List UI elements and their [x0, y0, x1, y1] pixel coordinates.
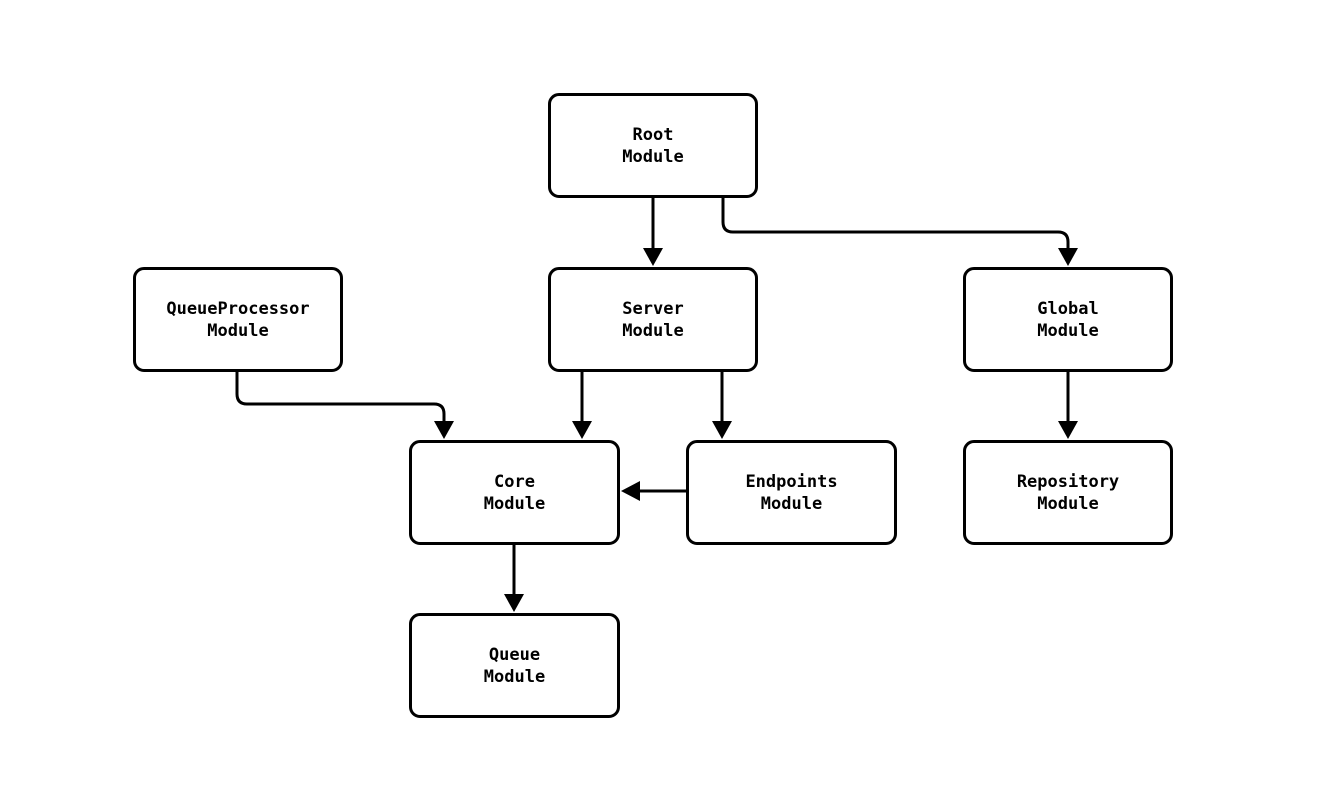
node-global-module-suffix: Module: [1037, 320, 1099, 341]
node-queue-module[interactable]: Queue Module: [409, 613, 620, 718]
node-core-module-suffix: Module: [483, 493, 546, 514]
node-queueprocessor-module-suffix: Module: [207, 320, 269, 341]
node-server-module-name: Server: [622, 298, 684, 319]
edge-core-to-queue: [504, 545, 524, 612]
edge-endpoints-to-core: [621, 481, 686, 501]
edge-server-to-endpoints: [712, 372, 732, 439]
edge-queueprocessor-to-core: [235, 372, 454, 439]
edge-global-to-repository: [1058, 371, 1078, 439]
edge-root-to-global: [721, 198, 1078, 266]
node-server-module-suffix: Module: [622, 320, 684, 341]
node-queue-module-suffix: Module: [483, 666, 546, 687]
node-endpoints-module-suffix: Module: [760, 493, 823, 514]
node-endpoints-module-name: Endpoints: [745, 471, 838, 492]
node-repository-module[interactable]: Repository Module: [963, 440, 1173, 545]
edge-server-to-core: [572, 372, 592, 439]
node-repository-module-name: Repository: [1016, 471, 1120, 492]
node-global-module-name: Global: [1037, 298, 1099, 319]
node-root-module-name: Root: [632, 124, 674, 145]
node-core-module-name: Core: [494, 471, 535, 492]
node-global-module[interactable]: Global Module: [963, 267, 1173, 372]
node-queueprocessor-module[interactable]: QueueProcessor Module: [133, 267, 343, 372]
edge-root-to-server: [643, 198, 663, 266]
node-root-module-suffix: Module: [622, 146, 684, 167]
node-core-module[interactable]: Core Module: [409, 440, 620, 545]
node-server-module[interactable]: Server Module: [548, 267, 758, 372]
node-queueprocessor-module-name: QueueProcessor: [166, 298, 310, 319]
node-repository-module-suffix: Module: [1037, 493, 1099, 514]
node-root-module[interactable]: Root Module: [548, 93, 758, 198]
node-queue-module-name: Queue: [488, 644, 541, 665]
node-endpoints-module[interactable]: Endpoints Module: [686, 440, 897, 545]
